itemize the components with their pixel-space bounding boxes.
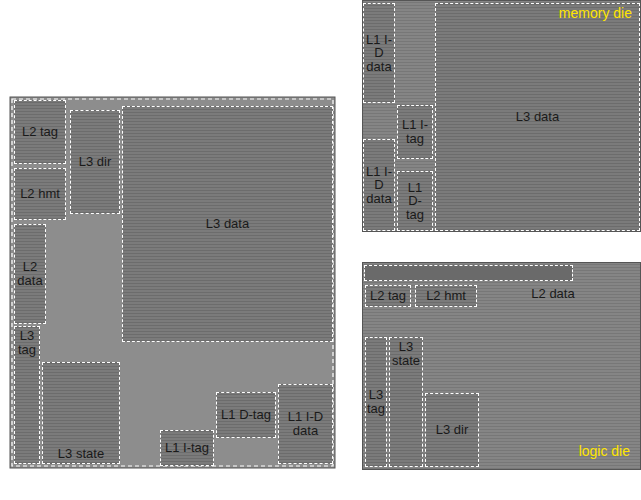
cache-region: L3 dir	[425, 393, 479, 467]
region-label: L1 D-tag	[221, 408, 271, 422]
stacked-die: logic die L2 tag L2 hmt L3 state L3 tag L3 di…	[362, 262, 641, 470]
cache-region: L2 hmt	[415, 285, 477, 307]
region-label: L1 I-tag	[165, 441, 209, 455]
region-label: L1 I-tag	[400, 118, 430, 145]
planar-die	[10, 97, 335, 468]
cache-region: L1 I-D data	[363, 139, 395, 231]
die-name: memory die	[559, 5, 632, 21]
region-label: L2 data	[17, 260, 43, 287]
cache-region: L2 hmt	[14, 168, 66, 220]
cache-region: L1 D-tag	[216, 392, 276, 438]
region-label: L1 I-D data	[366, 165, 392, 206]
cache-region: L3 tag	[365, 337, 387, 467]
cache-region: L3 tag	[14, 326, 40, 464]
region-label: L2 hmt	[426, 289, 466, 303]
cache-region: L1 I-tag	[397, 105, 433, 159]
region-label: L3 data	[206, 217, 249, 231]
region-label: L3 data	[516, 110, 559, 124]
region-label: L3 state	[392, 340, 420, 367]
region-label: L2 tag	[370, 289, 406, 303]
cache-region: L2 tag	[365, 285, 411, 307]
region-label: L2 data	[531, 287, 575, 301]
region-label: L3 dir	[79, 155, 112, 169]
cache-region: L1 I-tag	[160, 430, 214, 466]
region-label: L1 I-D data	[366, 33, 392, 74]
cache-region: L3 data	[122, 106, 333, 342]
region-label: L2 tag	[22, 125, 58, 139]
cache-region: L3 state	[389, 337, 423, 467]
region-label: L1 I-D data	[281, 410, 330, 437]
region-label: L3 tag	[17, 329, 37, 356]
wire-band	[364, 265, 573, 281]
cache-region: L3 data	[435, 3, 640, 231]
die-name: logic die	[579, 443, 630, 459]
cache-region: L3 dir	[70, 110, 120, 214]
cache-region: L3 state	[42, 362, 120, 464]
cache-region: L1 D-tag	[397, 171, 433, 231]
cache-region: L1 I-D data	[363, 3, 395, 103]
region-label: L2 hmt	[20, 187, 60, 201]
die-outline	[12, 99, 333, 466]
cache-region: L2 tag	[14, 100, 66, 164]
region-label: L1 D-tag	[400, 181, 430, 222]
cache-region: L2 data	[14, 224, 46, 324]
region-label: L3 state	[58, 447, 104, 461]
stacked-die: memory die L1 I-D data L1 I-tag L1 I-D data…	[362, 0, 641, 232]
cache-region: L1 I-D data	[278, 384, 333, 464]
region-label: L3 dir	[436, 423, 469, 437]
region-label: L3 tag	[367, 388, 385, 415]
